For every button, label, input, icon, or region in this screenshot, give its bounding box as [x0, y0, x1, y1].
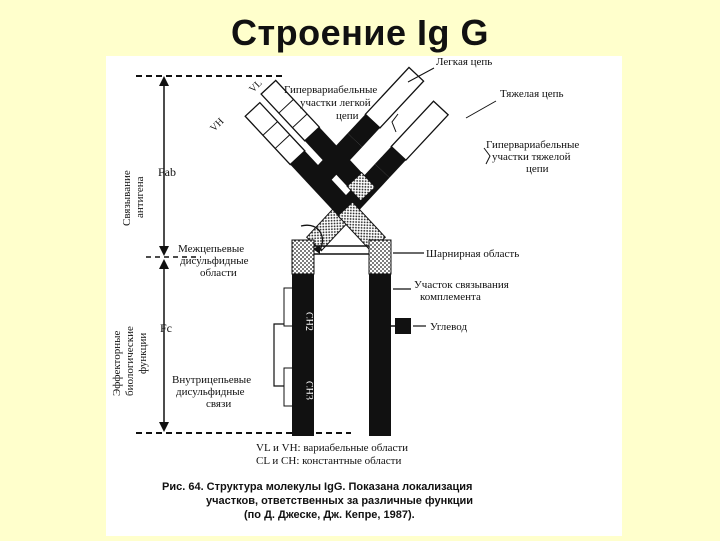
complement-label-1: Участок связывания [414, 279, 509, 291]
intrachain-label-1: Внутрицепьевые [172, 374, 251, 386]
vh-domain-label: VH [208, 116, 226, 134]
hv-heavy-label-2: участки тяжелой [492, 151, 571, 163]
intrachain-label-3: связи [206, 398, 231, 410]
effector-label-3: функции [137, 333, 149, 374]
ch1-domain-label: CH1 [252, 168, 273, 189]
heavy-chain-label: Тяжелая цепь [500, 88, 564, 100]
interchain-arrow-head [313, 245, 320, 254]
slide-title: Строение Ig G [230, 12, 490, 53]
intrachain-label-2: дисульфидные [176, 386, 245, 398]
fc-arrow-top-head [159, 259, 169, 269]
igg-diagram: Связывание антигена Эффекторные биологич… [111, 56, 579, 521]
fc-label: Fc [160, 321, 172, 335]
caption-line-1: Рис. 64. Структура молекулы IgG. Показан… [162, 481, 472, 493]
fc-arrow-bottom-head [159, 422, 169, 432]
hv-heavy-label-1: Гипервариабельные [486, 139, 579, 151]
caption-line-3: (по Д. Джеске, Дж. Кепре, 1987). [244, 509, 415, 521]
hv-heavy-label-3: цепи [526, 163, 549, 175]
right-heavy-chain [244, 101, 387, 252]
interchain-label-2: дисульфидные [180, 255, 249, 267]
light-chain-pointer [407, 67, 435, 83]
interchain-label-3: области [200, 267, 237, 279]
right-hinge [368, 239, 392, 275]
intrachain-bracket [273, 323, 284, 387]
fab-label: Fab [158, 165, 176, 179]
interchain-label-1: Межцепьевые [178, 243, 244, 255]
left-hinge [291, 239, 315, 275]
carbohydrate-label: Углевод [430, 321, 467, 333]
hinge-label: Шарнирная область [426, 248, 519, 260]
right-light-chain [260, 79, 377, 202]
ch2-domain-label: CH2 [303, 312, 314, 331]
effector-label-1: Эффекторные [111, 331, 123, 396]
hv-light-label-2: участки легкой [300, 97, 371, 109]
light-chain-label: Легкая цепь [436, 56, 492, 68]
legend-constant: CL и CH: константные области [256, 455, 401, 467]
hv-light-label-3: цепи [336, 110, 359, 122]
left-fc-stem [292, 274, 314, 436]
hv-heavy-bracket [483, 147, 491, 165]
fab-arrow-bottom-head [159, 246, 169, 256]
hv-light-label-1: Гипервариабельные [284, 84, 377, 96]
carbohydrate-box [395, 318, 411, 334]
right-fc-stem [369, 274, 391, 436]
igg-structure-figure: Связывание антигена Эффекторные биологич… [106, 56, 622, 536]
ch2-bracket [283, 287, 307, 327]
caption-line-2: участков, ответственных за различные фун… [206, 495, 473, 507]
legend-variable: VL и VH: вариабельные области [256, 442, 408, 454]
ch3-domain-label: CH3 [303, 381, 314, 400]
effector-label-2: биологические [124, 326, 136, 396]
hv-light-bracket [391, 113, 399, 133]
heavy-chain-pointer [465, 100, 497, 119]
ch3-bracket [283, 367, 307, 407]
antigen-binding-label-2: антигена [134, 176, 146, 218]
fab-arrow-top-head [159, 76, 169, 86]
complement-label-2: комплемента [420, 291, 481, 303]
antigen-binding-label-1: Связывание [121, 170, 133, 226]
